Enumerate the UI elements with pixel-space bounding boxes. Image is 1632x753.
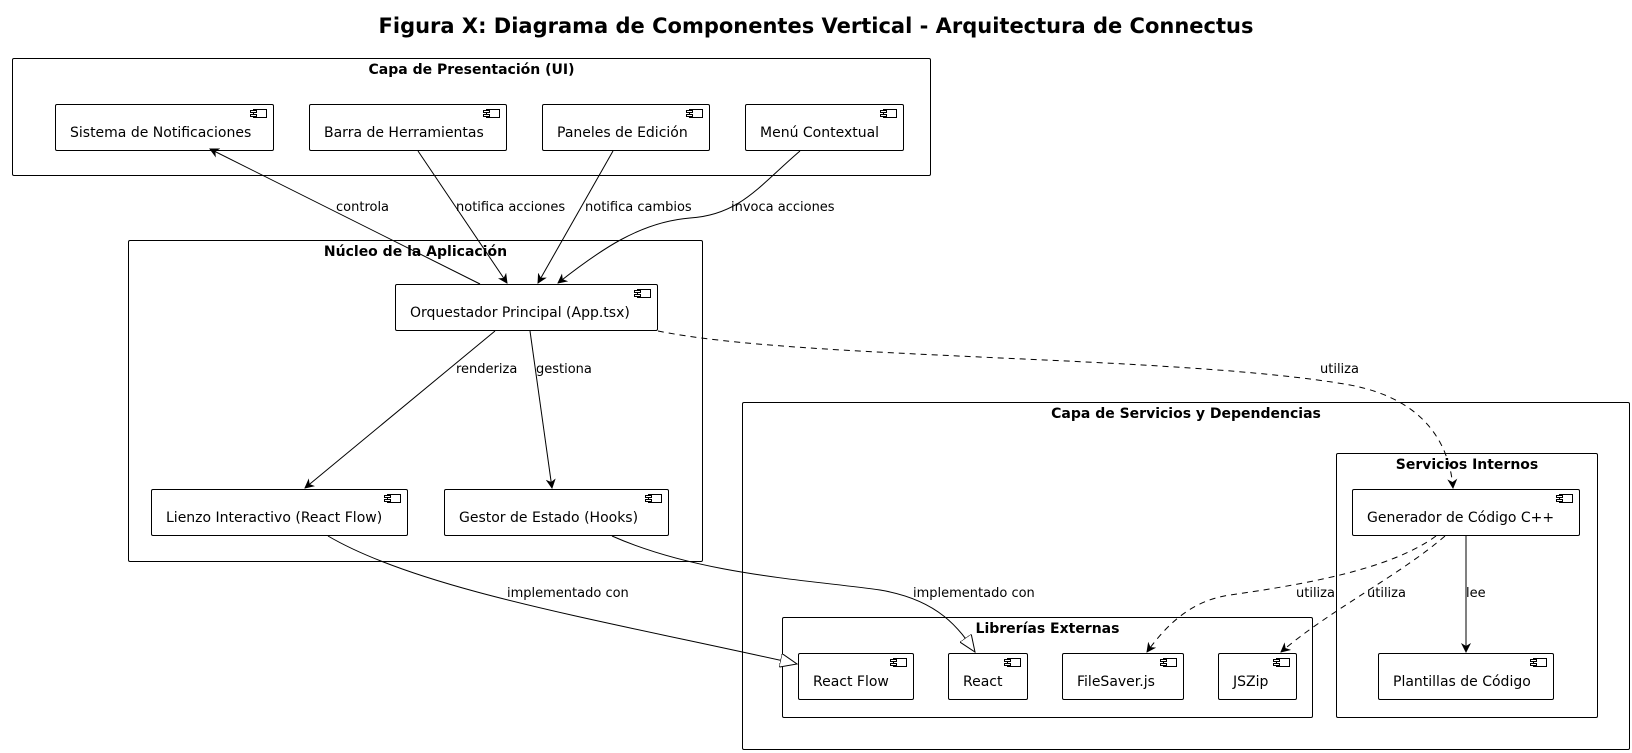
component-label: Paneles de Edición <box>557 125 688 141</box>
component-label: React Flow <box>813 674 889 690</box>
edge-label-utiliza-generador: utiliza <box>1320 362 1359 377</box>
edge-invoca-acciones <box>557 150 801 284</box>
component-label: Menú Contextual <box>760 125 880 141</box>
edge-utiliza-jszip <box>1280 535 1446 653</box>
component-label: FileSaver.js <box>1077 674 1155 690</box>
component-label: JSZip <box>1233 674 1269 690</box>
component-icon <box>1273 658 1290 667</box>
component-lienzo-interactivo[interactable]: Lienzo Interactivo (React Flow) <box>151 489 408 536</box>
edge-label-invoca-acciones: invoca acciones <box>731 200 835 215</box>
component-icon <box>634 289 651 298</box>
component-label: Barra de Herramientas <box>324 125 484 141</box>
edge-label-notifica-acciones: notifica acciones <box>456 200 566 215</box>
package-internos-title: Servicios Internos <box>1395 457 1539 473</box>
component-generador-codigo[interactable]: Generador de Código C++ <box>1352 489 1580 536</box>
edge-utiliza-generador <box>657 330 1458 489</box>
component-label: React <box>963 674 1003 690</box>
component-icon <box>483 109 500 118</box>
edge-label-gestiona: gestiona <box>536 362 592 377</box>
edge-gestiona <box>529 330 556 489</box>
component-icon <box>384 494 401 503</box>
package-externas-title: Librerías Externas <box>975 621 1120 637</box>
component-react-flow[interactable]: React Flow <box>798 653 914 700</box>
edge-label-implementado-reactflow: implementado con <box>507 586 629 601</box>
edge-notifica-cambios <box>537 150 614 284</box>
edge-label-utiliza-filesaver: utiliza <box>1296 586 1335 601</box>
edge-implementado-react <box>611 535 975 652</box>
component-icon <box>1530 658 1547 667</box>
component-label: Lienzo Interactivo (React Flow) <box>166 510 383 526</box>
component-icon <box>686 109 703 118</box>
component-react[interactable]: React <box>948 653 1028 700</box>
edge-label-controla: controla <box>336 200 390 215</box>
component-gestor-estado[interactable]: Gestor de Estado (Hooks) <box>444 489 669 536</box>
component-icon <box>645 494 662 503</box>
component-paneles-edicion[interactable]: Paneles de Edición <box>542 104 710 151</box>
component-icon <box>880 109 897 118</box>
package-servicios-title: Capa de Servicios y Dependencias <box>1051 406 1321 422</box>
edge-label-implementado-react: implementado con <box>913 586 1035 601</box>
component-label: Plantillas de Código <box>1393 674 1531 690</box>
package-presentacion-title: Capa de Presentación (UI) <box>368 62 575 78</box>
edge-utiliza-filesaver <box>1146 535 1437 653</box>
edge-label-lee: lee <box>1466 586 1486 601</box>
component-jszip[interactable]: JSZip <box>1218 653 1297 700</box>
component-icon <box>1160 658 1177 667</box>
edge-label-utiliza-jszip: utiliza <box>1367 586 1406 601</box>
edge-notifica-acciones <box>417 150 508 284</box>
edge-label-notifica-cambios: notifica cambios <box>585 200 692 215</box>
component-icon <box>1556 494 1573 503</box>
diagram-title: Figura X: Diagrama de Componentes Vertic… <box>378 14 1254 38</box>
edge-implementado-reactflow <box>327 535 797 664</box>
component-label: Sistema de Notificaciones <box>70 125 252 141</box>
component-icon <box>1004 658 1021 667</box>
component-sistema-notificaciones[interactable]: Sistema de Notificaciones <box>55 104 274 151</box>
component-label: Gestor de Estado (Hooks) <box>459 510 639 526</box>
edge-label-renderiza: renderiza <box>456 362 518 377</box>
component-barra-herramientas[interactable]: Barra de Herramientas <box>309 104 507 151</box>
component-plantillas-codigo[interactable]: Plantillas de Código <box>1378 653 1554 700</box>
component-label: Generador de Código C++ <box>1367 510 1555 526</box>
component-filesaver[interactable]: FileSaver.js <box>1062 653 1184 700</box>
component-orquestador-principal[interactable]: Orquestador Principal (App.tsx) <box>395 284 658 331</box>
component-label: Orquestador Principal (App.tsx) <box>410 305 630 321</box>
component-menu-contextual[interactable]: Menú Contextual <box>745 104 904 151</box>
edge-controla <box>209 148 481 285</box>
edge-renderiza <box>304 330 496 489</box>
component-icon <box>890 658 907 667</box>
component-icon <box>250 109 267 118</box>
